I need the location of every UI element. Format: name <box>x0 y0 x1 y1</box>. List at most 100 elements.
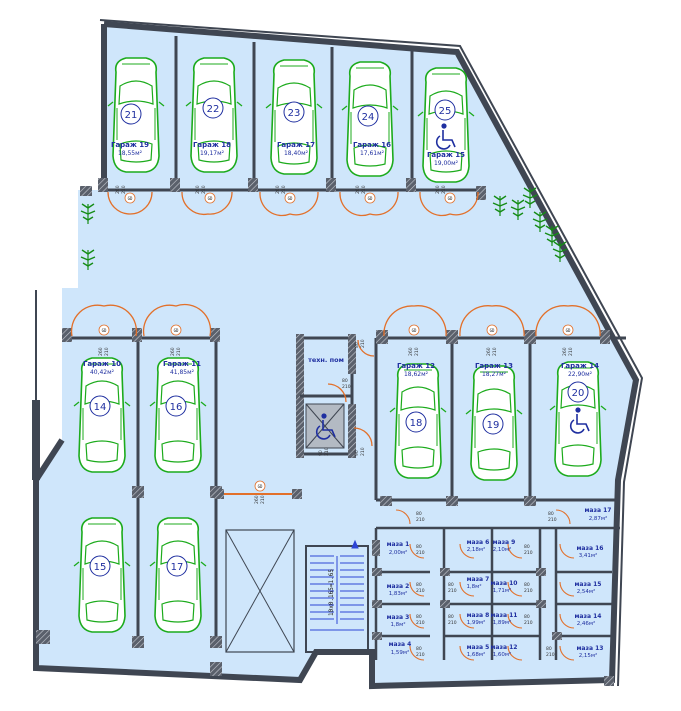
svg-text:210: 210 <box>448 588 457 594</box>
svg-text:маза 8: маза 8 <box>467 612 490 619</box>
door-dimensions: 260 210 260 210 260 210 260 210 260 210 … <box>98 185 574 504</box>
svg-text:210: 210 <box>416 620 425 626</box>
svg-text:210: 210 <box>524 550 533 556</box>
svg-text:260: 260 <box>486 347 492 356</box>
svg-text:маза 7: маза 7 <box>467 576 490 583</box>
service-core <box>296 334 356 458</box>
svg-text:маза 4: маза 4 <box>389 641 412 648</box>
svg-text:210: 210 <box>360 339 366 348</box>
svg-text:маза 17: маза 17 <box>585 507 612 514</box>
svg-text:80: 80 <box>524 614 530 620</box>
svg-text:1,8м²: 1,8м² <box>390 621 405 628</box>
garage-area: 18,55м² <box>118 150 143 157</box>
svg-text:80: 80 <box>416 544 422 550</box>
svg-text:маза 15: маза 15 <box>575 581 602 588</box>
garage-label: Гараж 16 <box>353 141 391 149</box>
car-18: 18 <box>389 363 447 479</box>
svg-text:GD: GD <box>208 196 213 201</box>
svg-text:21: 21 <box>125 110 138 121</box>
svg-text:GD: GD <box>174 328 179 333</box>
garage-area: 17,61м² <box>360 150 385 157</box>
svg-text:210: 210 <box>324 447 330 456</box>
garage-label: Гараж 19 <box>111 141 149 149</box>
svg-text:90: 90 <box>354 450 360 456</box>
svg-text:210: 210 <box>416 652 425 658</box>
garage-label: Гараж 15 <box>427 151 465 159</box>
garage-label: Гараж 14 <box>561 362 599 370</box>
wheelchair-icon <box>569 407 590 434</box>
garage-label: Гараж 10 <box>83 360 121 368</box>
svg-text:маза 9: маза 9 <box>493 539 516 546</box>
svg-text:1,99м²: 1,99м² <box>467 619 486 626</box>
svg-text:210: 210 <box>416 517 425 523</box>
svg-text:90: 90 <box>318 450 324 456</box>
svg-text:210: 210 <box>546 652 555 658</box>
svg-text:2,46м²: 2,46м² <box>577 620 596 627</box>
svg-text:GD: GD <box>258 484 263 489</box>
garage-label: Гараж 17 <box>277 141 315 149</box>
svg-text:80: 80 <box>416 614 422 620</box>
svg-text:1,68м²: 1,68м² <box>467 651 486 658</box>
svg-text:210: 210 <box>342 384 351 390</box>
svg-text:GD: GD <box>128 196 133 201</box>
svg-text:1,60м²: 1,60м² <box>493 651 512 658</box>
svg-text:260: 260 <box>562 347 568 356</box>
car-20: 20 <box>549 361 607 477</box>
car-16: 16 <box>149 357 207 473</box>
staircase <box>305 539 369 653</box>
svg-text:1,83м²: 1,83м² <box>389 590 408 597</box>
svg-text:GD: GD <box>102 328 107 333</box>
stair-label: 10x0.165=1.65 <box>328 569 335 616</box>
svg-text:80: 80 <box>524 582 530 588</box>
svg-text:210: 210 <box>176 347 182 356</box>
garage-label: Гараж 11 <box>163 360 201 368</box>
svg-text:80: 80 <box>416 582 422 588</box>
storage-door-tags: 80 210 80 210 80 210 80 210 80 210 80 21… <box>342 378 557 658</box>
svg-text:210: 210 <box>121 185 127 194</box>
svg-text:80: 80 <box>448 614 454 620</box>
car-21: 21 <box>107 57 165 173</box>
svg-text:14: 14 <box>94 402 107 413</box>
garage-labels: Гараж 19 18,55м² Гараж 18 19,17м² Гараж … <box>83 141 599 378</box>
svg-text:маза 12: маза 12 <box>491 644 518 651</box>
svg-text:17: 17 <box>171 562 184 573</box>
svg-text:2,87м²: 2,87м² <box>589 515 608 522</box>
svg-text:1,8м²: 1,8м² <box>466 583 481 590</box>
svg-text:2,10м²: 2,10м² <box>493 546 512 553</box>
svg-text:маза 10: маза 10 <box>491 580 518 587</box>
svg-text:80: 80 <box>354 342 360 348</box>
svg-text:260: 260 <box>408 347 414 356</box>
svg-text:210: 210 <box>104 347 110 356</box>
garage-label: Гараж 13 <box>475 362 513 370</box>
garage-area: 19,00м² <box>434 160 459 167</box>
svg-text:GD: GD <box>368 196 373 201</box>
car-23: 23 <box>265 59 323 175</box>
svg-text:210: 210 <box>414 347 420 356</box>
garage-label: Гараж 12 <box>397 362 435 370</box>
svg-text:260: 260 <box>98 347 104 356</box>
svg-text:18: 18 <box>410 418 423 429</box>
svg-text:маза 11: маза 11 <box>491 612 518 619</box>
svg-text:маза 5: маза 5 <box>467 644 490 651</box>
garage-area: 18,27м² <box>482 371 507 378</box>
svg-text:260: 260 <box>195 185 201 194</box>
car-24: 24 <box>341 61 399 177</box>
upper-partitions <box>104 36 480 192</box>
garage-area: 40,42м² <box>90 369 115 376</box>
svg-text:2,54м²: 2,54м² <box>577 588 596 595</box>
svg-text:210: 210 <box>492 347 498 356</box>
svg-text:210: 210 <box>524 620 533 626</box>
svg-text:80: 80 <box>524 544 530 550</box>
door-tags: GD GD GD GD GD GD GD GD GD GD GD <box>98 192 574 492</box>
svg-text:210: 210 <box>260 495 266 504</box>
svg-text:210: 210 <box>281 185 287 194</box>
cars: 21 22 23 24 25 14 16 18 19 20 15 17 <box>73 57 607 633</box>
car-22: 22 <box>185 57 243 173</box>
svg-text:маза 16: маза 16 <box>577 545 604 552</box>
svg-text:15: 15 <box>94 562 107 573</box>
garage-area: 18,40м² <box>284 150 309 157</box>
svg-text:GD: GD <box>566 328 571 333</box>
garage-doors <box>70 191 601 447</box>
svg-text:260: 260 <box>275 185 281 194</box>
svg-text:маза 6: маза 6 <box>467 539 490 546</box>
